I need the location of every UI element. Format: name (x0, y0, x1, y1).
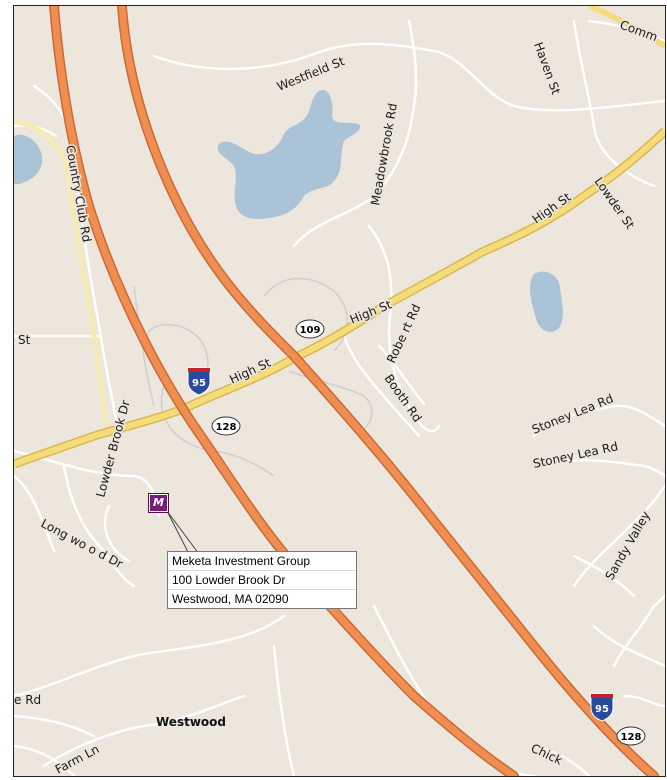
callout-address: 100 Lowder Brook Dr (168, 571, 356, 590)
commonwealth-road (587, 6, 665, 49)
label-chick: Chick (529, 741, 565, 768)
route-109-shield: 109 (295, 319, 325, 339)
callout-city: Westwood, MA 02090 (172, 592, 289, 606)
highways (49, 6, 659, 776)
callout-pointer (166, 510, 200, 555)
interstate-95-shield-top: 95 (187, 367, 211, 396)
map-canvas[interactable]: Westfield St Meadowbrook Rd Haven St Com… (14, 6, 665, 776)
label-st-west: St (18, 333, 31, 347)
pond-large (217, 90, 361, 220)
label-westwood: Westwood (156, 715, 226, 729)
callout-name: Meketa Investment Group (168, 552, 356, 571)
label-stoney-lea-rd-2: Stoney Lea Rd (532, 439, 620, 471)
pond-west-edge (14, 134, 43, 184)
route-128-label-bottom: 128 (621, 732, 642, 743)
label-commonwealth: Comm (618, 18, 660, 45)
location-marker-icon[interactable]: M (148, 493, 169, 513)
interstate-95-label-top: 95 (192, 378, 206, 389)
label-westfield-st: Westfield St (275, 54, 347, 94)
label-lowder-brook-dr: Lowder Brook Dr (93, 399, 132, 499)
pond-small-east (530, 271, 563, 332)
map-view[interactable]: Westfield St Meadowbrook Rd Haven St Com… (13, 5, 666, 777)
label-high-st-mid: High St (348, 297, 394, 326)
label-meadowbrook-rd: Meadowbrook Rd (368, 102, 400, 206)
route-109-label: 109 (300, 325, 321, 336)
route-128-shield-bottom: 128 (616, 726, 646, 746)
country-club-rd (14, 118, 109, 427)
label-stoney-lea-rd-1: Stoney Lea Rd (530, 391, 616, 436)
label-haven-st: Haven St (531, 40, 563, 96)
route-128-shield-top: 128 (211, 416, 241, 436)
label-e-rd: e Rd (14, 693, 41, 707)
route-128-label-top: 128 (216, 422, 237, 433)
interstate-95-label-bottom: 95 (595, 704, 609, 715)
high-st-road-fill (14, 128, 665, 467)
interstate-95-shield-bottom: 95 (590, 693, 614, 722)
label-lowder-st: Lowder St (592, 175, 638, 232)
location-callout[interactable]: Meketa Investment Group 100 Lowder Brook… (167, 551, 357, 609)
